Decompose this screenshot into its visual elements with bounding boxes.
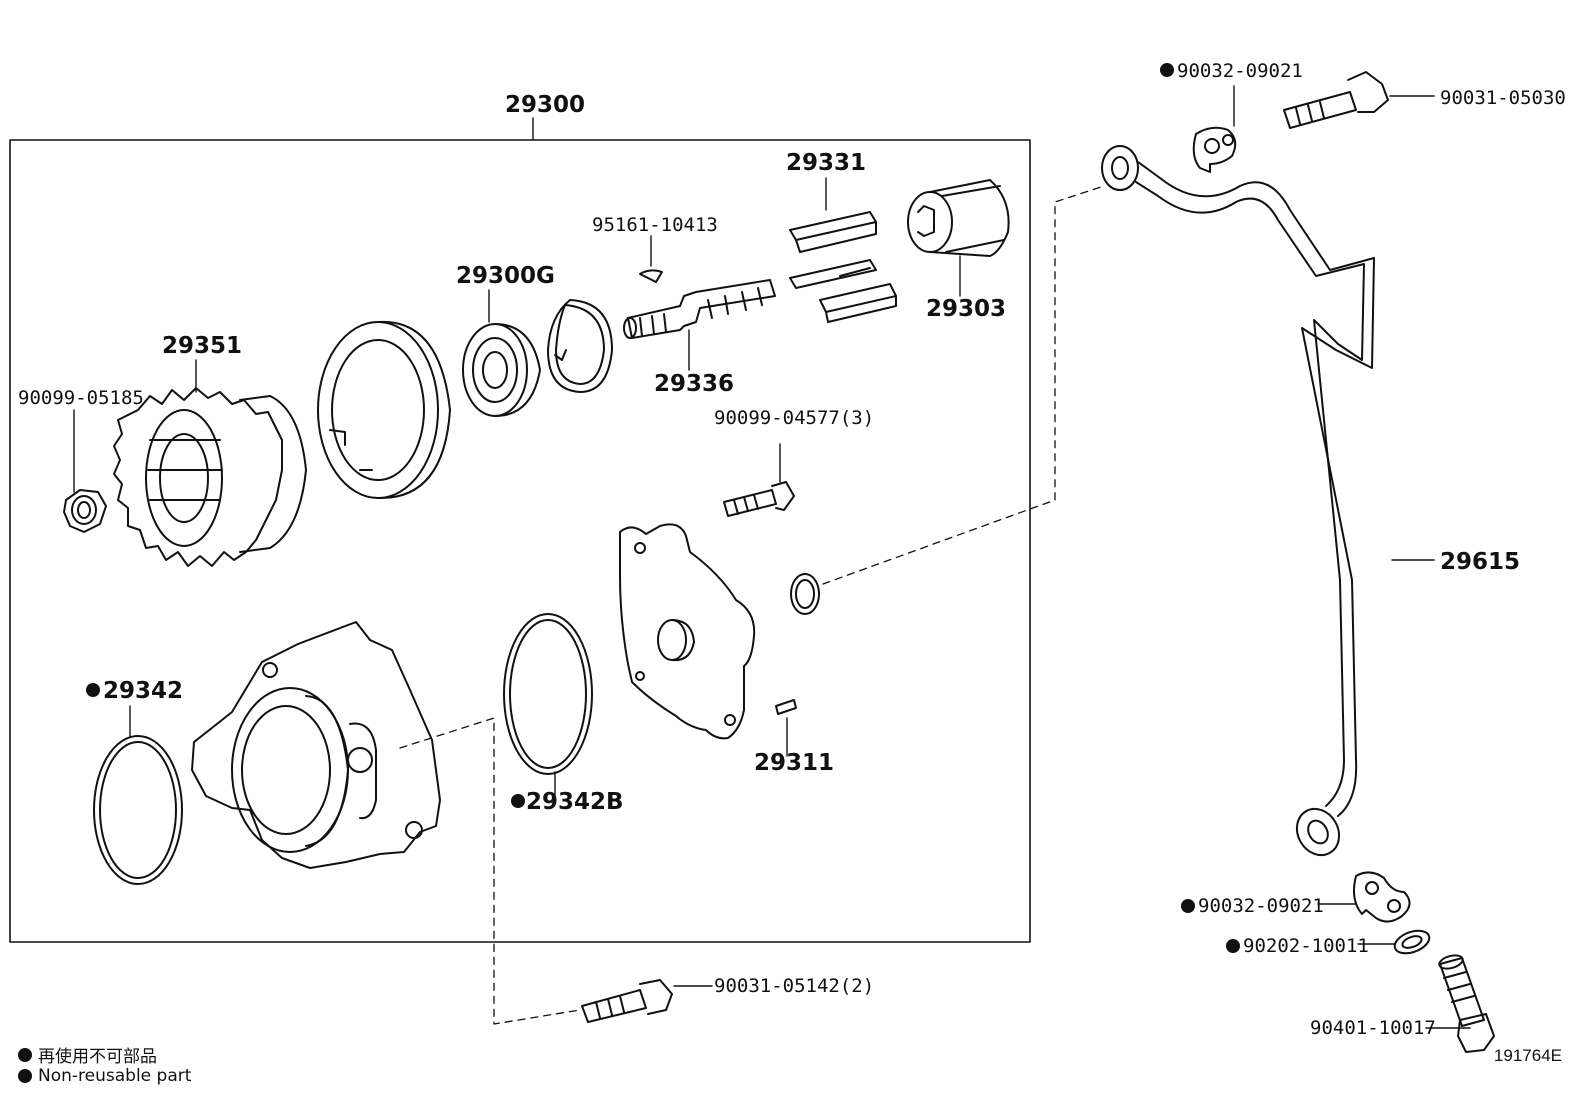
label-90099-05185: 90099-05185 [18,387,144,409]
union-bolt-bottom [1438,954,1495,1053]
label-29342B: 29342B [526,789,624,815]
label-90032-09021-top: 90032-09021 [1177,60,1303,82]
union-bolt-top [1283,71,1389,129]
nonreusable-dot [511,794,525,808]
label-29311: 29311 [754,750,834,776]
legend-japanese: 再使用不可部品 [18,1042,157,1067]
oil-pipe [1101,145,1375,857]
nonreusable-dot [86,683,100,697]
legend-text-en: Non-reusable part [38,1066,192,1086]
snap-ring [547,299,613,393]
flange-nut [63,489,107,533]
label-90401-10017: 90401-10017 [1310,1017,1436,1039]
pump-cover [619,523,756,740]
cover-bolt [723,481,795,517]
label-29342: 29342 [103,678,183,704]
small-o-ring [790,573,820,615]
label-29300G: 29300G [456,263,555,289]
label-90031-05030: 90031-05030 [1440,87,1566,109]
label-29300: 29300 [505,92,585,118]
legend-text-jp: 再使用不可部品 [38,1047,157,1067]
label-29351: 29351 [162,333,242,359]
pump-housing [191,621,441,869]
nonreusable-dot [1160,63,1174,77]
label-29336: 29336 [654,371,734,397]
label-90032-09021-bottom: 90032-09021 [1198,895,1324,917]
gasket-top [1192,126,1237,173]
label-29331: 29331 [786,150,866,176]
label-29303: 29303 [926,296,1006,322]
pin [775,699,797,715]
o-ring-b [503,613,593,775]
legend-dot-icon [18,1047,32,1062]
label-29615: 29615 [1440,549,1520,575]
label-90099-04577: 90099-04577(3) [714,407,874,429]
nonreusable-dot [1181,899,1195,913]
washer [1393,929,1431,955]
housing-bolt [581,979,673,1023]
label-90031-05142: 90031-05142(2) [714,975,874,997]
vanes [789,211,897,323]
label-95161-10413: 95161-10413 [592,214,718,236]
nonreusable-dot [1226,939,1240,953]
woodruff-key [639,269,663,283]
o-ring-large [93,735,183,885]
legend-english: Non-reusable part [18,1066,191,1086]
assembly-frame [9,139,1031,943]
bearing [462,323,541,417]
drive-gear [113,387,307,567]
gasket-bottom [1353,871,1411,923]
rotor-housing [317,320,451,500]
figure-id: 191764E [1493,1046,1562,1065]
rotor-shaft [623,279,776,339]
rotor [907,179,1010,257]
legend-dot-icon [18,1069,32,1083]
label-90202-10011: 90202-10011 [1243,935,1369,957]
